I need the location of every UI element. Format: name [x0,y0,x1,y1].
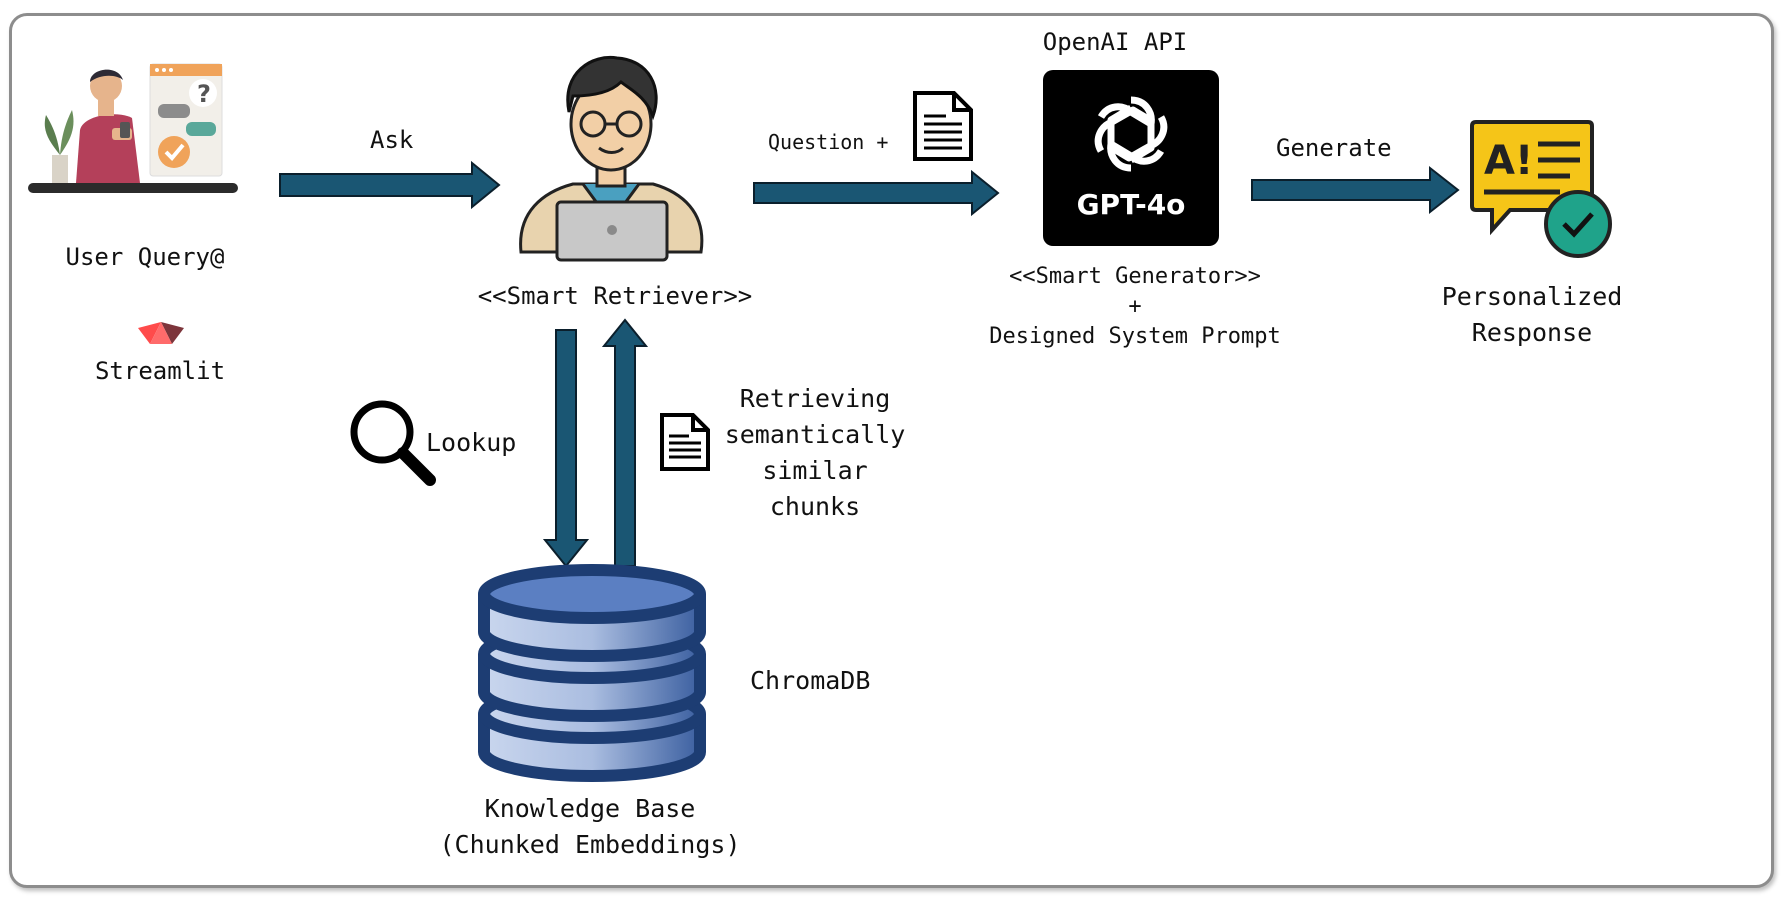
user-label-line1: User Query@ [65,243,225,271]
ask-arrow [279,160,501,210]
streamlit-crown-icon [138,322,184,344]
svg-text:?: ? [197,80,211,108]
developer-laptop-icon [519,55,704,262]
retrieve-arrow [601,318,649,567]
edge-label-retrieve-line3: similar [762,456,868,485]
edge-label-lookup: Lookup [426,428,517,457]
api-label-line3: Designed System Prompt [989,324,1281,349]
edge-label-generate: Generate [1276,134,1392,162]
api-label-line2: + [1128,294,1142,319]
openai-logo-icon [1094,96,1168,172]
magnifier-icon [350,400,436,486]
api-label-line1: <<Smart Generator>> [1009,264,1261,289]
retrieved-document-icon [660,413,710,471]
edge-label-ask: Ask [370,126,414,154]
db-caption-line2: (Chunked Embeddings) [439,830,741,859]
edge-label-retrieve-line4: chunks [769,492,861,521]
edge-label-retrieve-line2: semantically [724,420,906,449]
question-arrow [753,169,1000,217]
user-phone-icon: ? [28,63,238,193]
lookup-arrow [542,329,590,568]
generate-arrow [1251,165,1460,215]
retriever-label: <<Smart Retriever>> [477,282,753,310]
ai-response-check-icon: A! [1470,120,1612,258]
gpt-4o-logo-text: GPT-4o [1076,188,1186,221]
svg-text:A!: A! [1484,138,1533,184]
db-caption-line1: Knowledge Base [484,794,696,823]
gpt-4o-logo-box: GPT-4o [1043,70,1219,246]
response-label-line1: Personalized [1441,282,1623,311]
database-icon [478,564,706,782]
user-label-line2: Streamlit [94,357,226,385]
edge-label-retrieve-line1: Retrieving [739,384,891,413]
db-label: ChromaDB [750,666,871,695]
api-title: OpenAI API [1042,28,1188,56]
edge-label-question: Question + [768,130,889,154]
response-label-line2: Response [1471,318,1593,347]
document-icon [913,91,973,161]
